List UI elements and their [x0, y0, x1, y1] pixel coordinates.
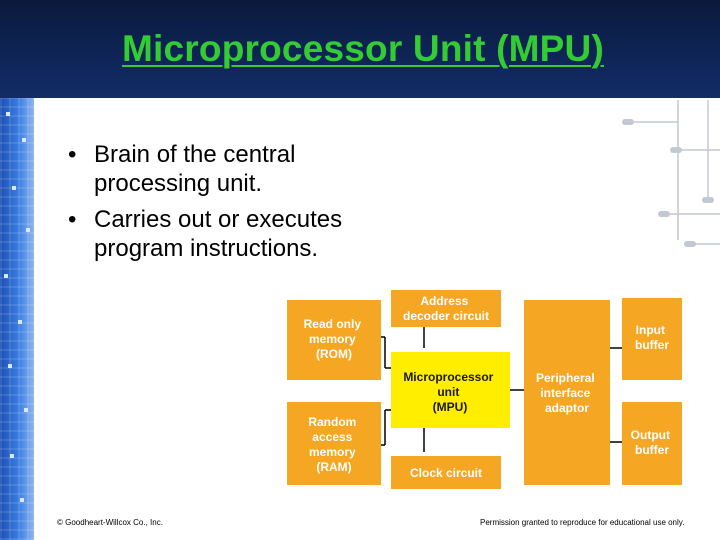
address-decoder-box: Address decoder circuit — [391, 290, 501, 327]
box-label: unit — [437, 385, 459, 399]
rom-box: Read only memory (ROM) — [287, 300, 381, 380]
box-label: Random — [308, 415, 356, 429]
box-label: Output — [631, 428, 670, 442]
connector-lines — [381, 323, 622, 452]
box-label: memory — [309, 332, 356, 346]
svg-text:Read only memory (: Read only memory (ROM) — [304, 317, 365, 361]
box-label: (MPU) — [433, 400, 468, 414]
clock-circuit-box: Clock circuit — [391, 456, 501, 489]
svg-text:Microprocessor unit: Microprocessor unit (MPU) — [403, 370, 496, 414]
box-label: adaptor — [545, 401, 589, 415]
box-label: Clock circuit — [410, 466, 482, 480]
svg-text:Random access memo: Random access memory (RAM) — [308, 415, 359, 474]
box-label: Input — [636, 323, 665, 337]
box-label: access — [312, 430, 352, 444]
box-label: Microprocessor — [403, 370, 493, 384]
peripheral-interface-adaptor-box: Peripheral interface adaptor — [524, 300, 610, 485]
box-label: Peripheral — [536, 371, 595, 385]
copyright-footer: © Goodheart-Willcox Co., Inc. — [57, 518, 163, 527]
slide-title: Microprocessor Unit (MPU) — [122, 28, 604, 69]
box-label: interface — [540, 386, 590, 400]
svg-text:Clock circuit: Clock circuit — [410, 466, 482, 480]
box-label: (ROM) — [316, 347, 352, 361]
svg-text:Input buffer: Input buffer — [635, 323, 669, 352]
bullet-list: Brain of the central processing unit. Ca… — [68, 140, 368, 270]
box-label: Address — [420, 294, 468, 308]
box-label: decoder circuit — [403, 309, 489, 323]
ram-box: Random access memory (RAM) — [287, 402, 381, 485]
box-label: buffer — [635, 338, 669, 352]
mpu-box: Microprocessor unit (MPU) — [391, 352, 510, 428]
title-banner: Microprocessor Unit (MPU) — [0, 0, 720, 98]
svg-text:Output buffer: Output buffer — [631, 428, 674, 457]
decorative-circuit-lines — [622, 100, 720, 247]
permission-footer: Permission granted to reproduce for educ… — [480, 518, 685, 527]
svg-text:Address decoder circuit: Address decoder circuit — [403, 294, 489, 323]
output-buffer-box: Output buffer — [622, 402, 682, 485]
decorative-side-strip — [0, 98, 34, 540]
bullet-item: Brain of the central processing unit. — [68, 140, 368, 198]
mpu-block-diagram: Address decoder circuit Read only memory… — [287, 290, 682, 489]
svg-text:Peripheral interface: Peripheral interface adaptor — [536, 371, 598, 415]
box-label: buffer — [635, 443, 669, 457]
box-label: memory — [309, 445, 356, 459]
box-label: (RAM) — [316, 460, 351, 474]
box-label: Read only — [304, 317, 362, 331]
input-buffer-box: Input buffer — [622, 298, 682, 380]
bullet-item: Carries out or executes program instruct… — [68, 205, 368, 263]
